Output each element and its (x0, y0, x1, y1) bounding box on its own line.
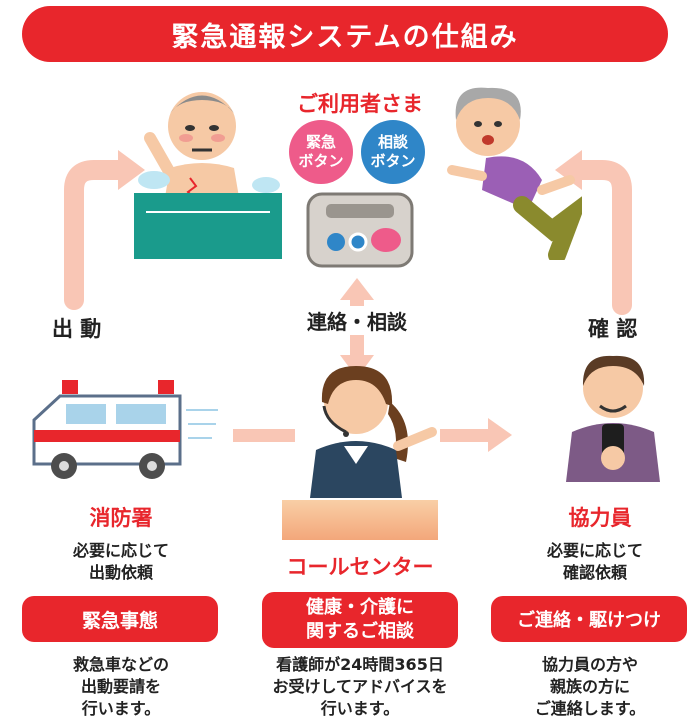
confirm-arrow (570, 160, 632, 315)
confirm-arrow-head (555, 150, 582, 190)
dispatch-label: 出 動 (52, 317, 102, 341)
fire-station-label: 消防署 (89, 506, 153, 530)
contact-rush-pill: ご連絡・駆けつけ (491, 596, 687, 642)
ambulance-illustration (32, 380, 218, 479)
right-arrow-head (488, 418, 512, 452)
cooperator-label: 協力員 (568, 506, 632, 530)
contact-arrow-head-up (340, 278, 374, 300)
cooperator-illustration (566, 355, 660, 482)
cooperator-desc: 協力員の方や 親族の方に ご連絡します。 (534, 655, 646, 718)
dispatch-arrow-head (118, 150, 145, 190)
emergency-pill-text: 緊急事態 (81, 609, 158, 632)
fire-station-desc: 救急車などの 出動要請を 行います。 (72, 655, 169, 718)
page-title: 緊急通報システムの仕組み (171, 21, 519, 53)
reception-desk (282, 500, 438, 540)
consult-button[interactable]: 相談 ボタン (361, 120, 425, 184)
right-connector (440, 429, 490, 442)
fire-station-note: 必要に応じて 出動依頼 (72, 541, 169, 582)
emergency-button[interactable]: 緊急 ボタン (289, 120, 353, 184)
operator-illustration (310, 366, 437, 498)
call-center-desc: 看護師が24時間365日 お受けしてアドバイスを 行います。 (272, 655, 448, 718)
call-center-label: コールセンター (286, 555, 434, 579)
dispatch-arrow (64, 160, 130, 310)
alarm-device-illustration (306, 192, 414, 268)
cooperator-note: 必要に応じて 確認依頼 (546, 541, 643, 582)
bathing-man-illustration (134, 92, 282, 259)
emergency-pill: 緊急事態 (22, 596, 218, 642)
contact-label: 連絡・相談 (282, 306, 432, 335)
health-consult-pill: 健康・介護に 関するご相談 (262, 592, 458, 648)
user-label: ご利用者さま (297, 92, 423, 116)
elderly-woman-illustration (447, 87, 582, 260)
confirm-label: 確 認 (588, 317, 638, 341)
left-connector (233, 429, 295, 442)
contact-rush-pill-text: ご連絡・駆けつけ (517, 610, 661, 631)
title-banner: 緊急通報システムの仕組み (22, 6, 668, 62)
